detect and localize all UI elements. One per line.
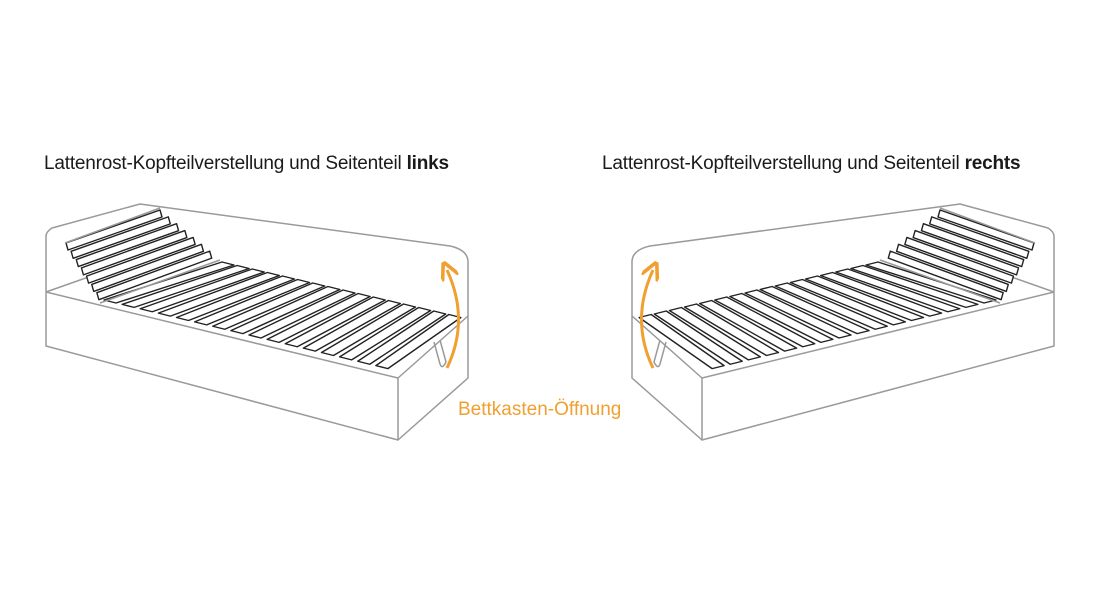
- bed-left-illustration: [45, 203, 469, 441]
- slat: [850, 264, 979, 309]
- slat: [835, 268, 961, 313]
- slat: [96, 250, 213, 301]
- slat: [714, 296, 816, 348]
- slat: [774, 282, 888, 330]
- slat: [65, 209, 163, 251]
- slat: [759, 285, 870, 335]
- slat: [103, 261, 235, 304]
- slat: [121, 264, 250, 309]
- slat: [895, 243, 1009, 293]
- slat: [819, 271, 943, 317]
- slat: [91, 243, 205, 293]
- slat: [912, 229, 1020, 276]
- bed-box-opening-label: Bettkasten-Öffnung: [458, 399, 622, 420]
- slat: [904, 236, 1015, 284]
- slat: [157, 271, 281, 317]
- slat: [865, 261, 997, 304]
- slat: [302, 299, 402, 352]
- slat: [937, 209, 1035, 251]
- slat: [804, 275, 925, 322]
- slat: [920, 223, 1025, 268]
- slat: [887, 250, 1004, 301]
- slat: [266, 292, 371, 344]
- slat: [284, 296, 386, 348]
- slat: [698, 299, 798, 352]
- slat: [75, 223, 180, 268]
- opening-arrow-icon: [640, 270, 654, 369]
- bed-right-illustration: [631, 203, 1055, 441]
- slat: [744, 289, 852, 339]
- caption-right: Lattenrost-Kopfteilverstellung und Seite…: [602, 153, 1021, 175]
- slat: [729, 292, 834, 344]
- opening-arrow-icon: [447, 270, 460, 369]
- slat: [668, 306, 762, 361]
- caption-left-side: links: [406, 153, 450, 174]
- caption-left: Lattenrost-Kopfteilverstellung und Seite…: [44, 153, 449, 175]
- slat: [929, 216, 1030, 259]
- slat: [85, 236, 196, 284]
- slat: [212, 282, 326, 330]
- slat: [683, 303, 780, 357]
- caption-left-text: Lattenrost-Kopfteilverstellung und Seite…: [44, 153, 407, 174]
- slat: [248, 289, 356, 339]
- caption-right-text: Lattenrost-Kopfteilverstellung und Seite…: [602, 153, 965, 174]
- caption-right-side: rechts: [964, 153, 1021, 174]
- slat: [357, 310, 447, 365]
- slat: [193, 278, 311, 326]
- slat: [653, 310, 743, 365]
- slat: [789, 278, 907, 326]
- slat: [638, 313, 725, 370]
- slat: [70, 216, 171, 259]
- slat: [375, 313, 462, 370]
- slat: [139, 268, 265, 313]
- slat: [175, 275, 296, 322]
- slat: [80, 229, 188, 276]
- slat: [338, 306, 432, 361]
- slat: [320, 303, 417, 357]
- slat: [230, 285, 341, 335]
